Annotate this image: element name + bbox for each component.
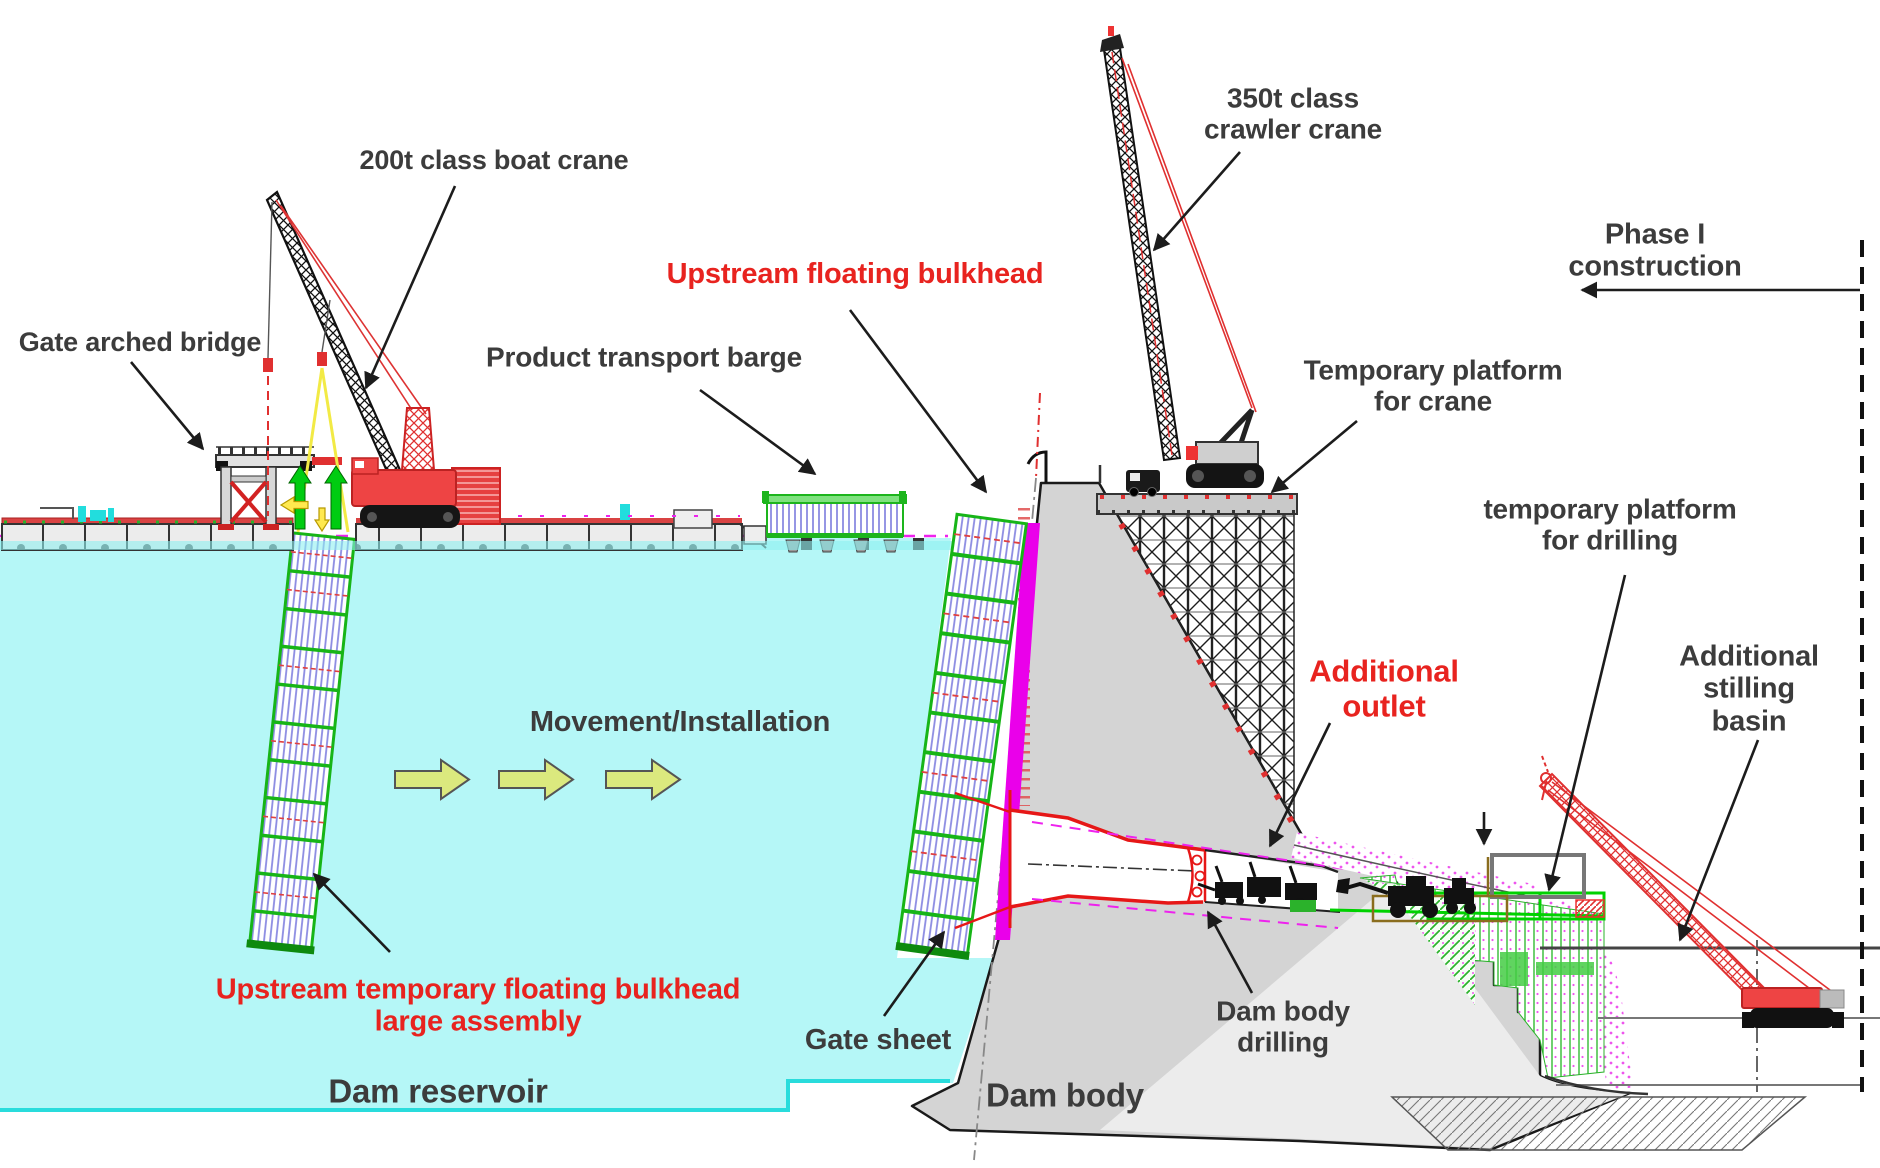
arrow-temp-assembly [312,872,391,953]
arrow-temp-platform-crane [1270,420,1358,494]
label-dam-body-drilling: Dam body drilling [1216,995,1350,1058]
crawler-tracks [1750,1008,1834,1028]
arrow-additional-outlet [1268,722,1332,848]
gate-sheet-strip [995,523,1040,940]
barge-cabin [673,509,713,529]
movement-arrow-icons [394,758,682,801]
annotation-arrows [129,151,1860,1017]
upstream-temp-bulkhead-assembly [246,531,357,955]
lower-arrow-icon [313,507,331,533]
label-temporary-platform-crane: Temporary platform for crane [1303,354,1563,417]
crawler-tracks [1186,464,1264,488]
existing-concrete [1100,880,1630,1148]
deck-railing [40,507,74,519]
hook [263,358,273,372]
dam-axis-line [1035,392,1041,479]
label-upstream-floating-bulkhead: Upstream floating bulkhead [666,257,1044,290]
label-gate-sheet: Gate sheet [804,1023,952,1056]
crawler-crane-350t [1100,26,1264,497]
lift-arrow-icon [288,465,312,530]
hook [317,352,327,366]
arrow-upstream-bulkhead [848,309,988,494]
basin-crawler-crane [1538,755,1845,1028]
crane-body [351,469,457,507]
wheel-loader [1388,886,1434,906]
label-gate-arched-bridge: Gate arched bridge [18,326,262,357]
temporary-platform-for-crane [1096,493,1303,838]
label-350t-crawler-crane: 350t class crawler crane [1204,82,1382,145]
arrow-gate-sheet [882,930,946,1017]
shift-arrow-icon [279,495,309,515]
label-movement-installation: Movement/Installation [529,705,831,738]
label-temporary-platform-drilling: temporary platform for drilling [1483,493,1737,556]
crane-gantry [400,407,436,471]
lift-arrow-icon [324,465,348,530]
arrow-gate-bridge [129,361,205,451]
arrow-product-barge [699,388,817,476]
arrow-stilling-basin [1677,739,1760,942]
crawler-tracks [360,505,460,528]
label-additional-outlet: Additional outlet [1309,653,1459,723]
sling [320,367,350,533]
boat-crane-200t [263,190,501,533]
gate-arched-bridge [215,446,342,530]
label-additional-stilling-basin: Additional stilling basin [1679,640,1819,738]
label-dam-body: Dam body [986,1076,1144,1114]
label-dam-reservoir: Dam reservoir [328,1072,548,1110]
arrow-temp-platform-drilling [1544,574,1627,892]
arrow-350t-crane [1152,151,1241,252]
label-upstream-temp-assembly: Upstream temporary floating bulkhead lar… [215,973,741,1038]
label-boat-crane: 200t class boat crane [359,144,629,175]
arrow-boat-crane [364,185,457,390]
counterweight [451,467,501,525]
arrow-dam-drilling [1206,910,1254,994]
waterline [0,541,952,550]
excavation-hatch [1390,1096,1808,1151]
drill-gantry [1490,853,1586,899]
label-product-transport-barge: Product transport barge [486,341,802,373]
label-phase1-construction: Phase I construction [1568,218,1742,283]
drilling-machines [1197,861,1476,918]
deck-equipment-cyan [78,506,114,522]
